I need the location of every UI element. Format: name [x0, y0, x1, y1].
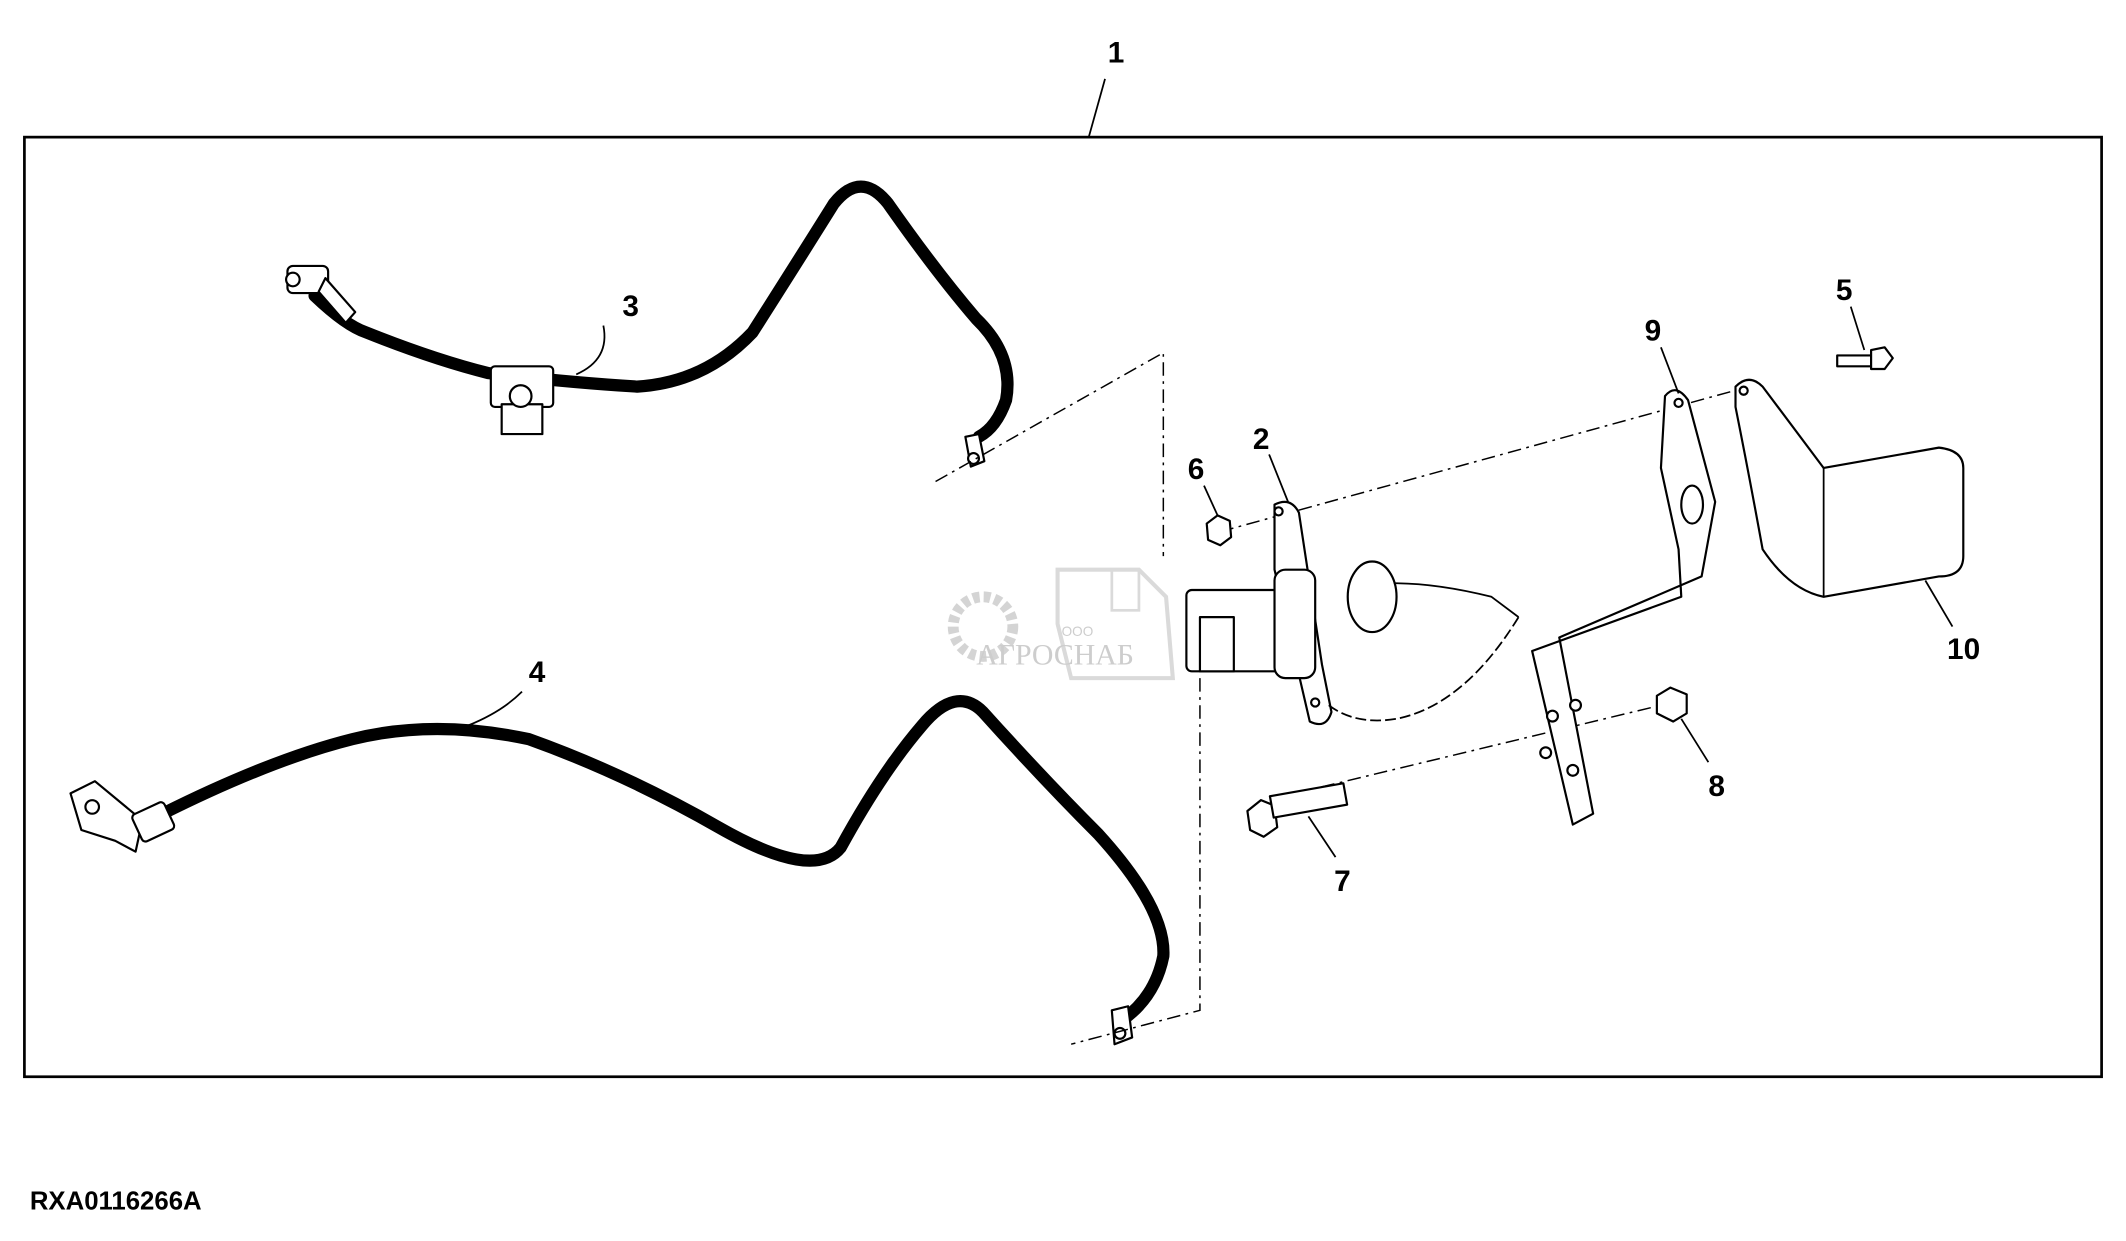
callout-3: 3	[622, 290, 639, 323]
kit-boundary-box	[23, 135, 2103, 1079]
callout-5: 5	[1836, 274, 1853, 307]
battery-cable-3	[285, 180, 1014, 468]
nut-6	[1205, 514, 1233, 547]
disconnect-switch-2	[1185, 500, 1520, 726]
callout-9: 9	[1645, 315, 1662, 348]
callout-7: 7	[1334, 865, 1351, 898]
callout-2: 2	[1253, 423, 1270, 456]
callout-1: 1	[1108, 37, 1125, 70]
bolt-5	[1836, 346, 1894, 371]
callout-4: 4	[529, 656, 546, 689]
watermark-prefix: ООО	[1062, 624, 1094, 639]
bolt-7	[1246, 782, 1349, 838]
battery-cable-4	[69, 695, 1170, 1046]
nut-8	[1655, 686, 1688, 723]
cover-10	[1734, 378, 1965, 598]
watermark-logo: ООО АГРОСНАБ	[947, 567, 1176, 681]
callout-8: 8	[1708, 770, 1725, 803]
callout-6: 6	[1188, 453, 1205, 486]
callout-10: 10	[1947, 633, 1980, 666]
figure-code: RXA0116266A	[30, 1188, 202, 1216]
bracket-9	[1531, 389, 1717, 826]
watermark-name: АГРОСНАБ	[976, 639, 1134, 672]
